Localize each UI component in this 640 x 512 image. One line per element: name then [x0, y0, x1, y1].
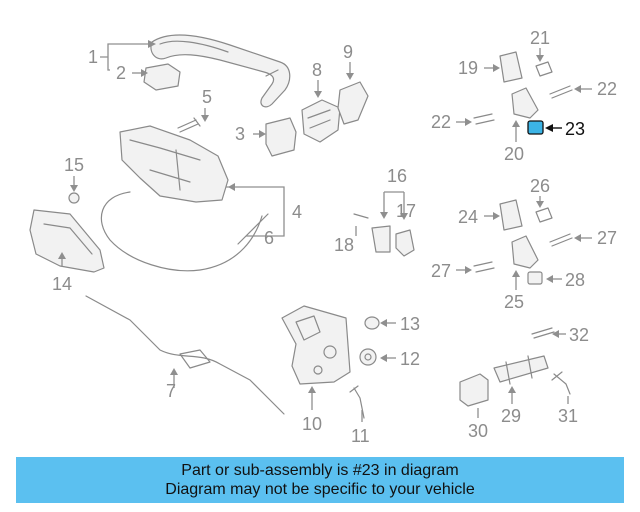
- cable-part: [100, 191, 263, 272]
- label-5: 5: [202, 87, 212, 107]
- clip-15-part: [68, 192, 80, 204]
- handle-pad-part: [143, 63, 181, 91]
- label-29: 29: [501, 406, 521, 426]
- banner-line-1: Part or sub-assembly is #23 in diagram: [181, 462, 459, 479]
- hinge-25-part: [511, 235, 539, 269]
- label-27-right: 27: [597, 228, 617, 248]
- label-2: 2: [116, 63, 126, 83]
- label-8: 8: [312, 60, 322, 80]
- label-22-left: 22: [431, 112, 451, 132]
- bolt-11-part: [349, 385, 365, 419]
- label-23: 23: [565, 119, 585, 139]
- label-11: 11: [351, 426, 370, 446]
- info-banner: Part or sub-assembly is #23 in diagram D…: [16, 457, 624, 503]
- label-25: 25: [504, 292, 524, 312]
- bolt-26-part: [535, 207, 553, 223]
- label-22-right: 22: [597, 79, 617, 99]
- part-9: [337, 81, 369, 125]
- label-6: 6: [264, 228, 274, 248]
- label-28: 28: [565, 270, 585, 290]
- screw-5-part: [177, 117, 201, 133]
- bolt-22a-part: [549, 85, 573, 99]
- label-10: 10: [302, 414, 322, 434]
- bolt-21-part: [535, 61, 553, 77]
- latch-housing-4-part: [119, 125, 229, 203]
- hinge-19-part: [499, 51, 523, 83]
- label-4: 4: [292, 202, 302, 222]
- label-12: 12: [400, 349, 420, 369]
- nut-12-part: [359, 348, 377, 366]
- part-23-highlighted: [527, 120, 544, 135]
- label-30: 30: [468, 421, 488, 441]
- bolt-31-part: [551, 371, 571, 395]
- part-30: [459, 373, 489, 407]
- label-7: 7: [166, 381, 176, 401]
- bracket-16-part: [371, 225, 391, 253]
- label-31: 31: [558, 406, 578, 426]
- label-16: 16: [387, 166, 407, 186]
- bolt-22b-part: [473, 113, 495, 125]
- bolt-32-part: [531, 327, 555, 339]
- label-26: 26: [530, 176, 550, 196]
- bracket-17-part: [395, 229, 415, 257]
- label-21: 21: [530, 28, 550, 48]
- screw-18-part: [353, 213, 369, 219]
- label-14: 14: [52, 274, 72, 294]
- grommet-13-part: [364, 316, 380, 330]
- part-28: [527, 271, 543, 285]
- hinge-24-part: [499, 199, 523, 231]
- bolt-27a-part: [549, 233, 573, 247]
- bracket-3-part: [265, 117, 297, 157]
- outside-handle-part: [150, 34, 291, 108]
- label-18: 18: [334, 235, 354, 255]
- label-24: 24: [458, 207, 478, 227]
- check-strap-29-part: [493, 355, 549, 383]
- label-15: 15: [64, 155, 84, 175]
- label-3: 3: [235, 124, 245, 144]
- label-20: 20: [504, 144, 524, 164]
- bolt-27b-part: [473, 261, 495, 273]
- label-17: 17: [396, 201, 416, 221]
- latch-10-part: [281, 305, 351, 385]
- inside-handle-14-part: [29, 209, 105, 273]
- banner-line-2: Diagram may not be specific to your vehi…: [165, 481, 475, 498]
- label-1: 1: [88, 47, 98, 67]
- label-27-left: 27: [431, 261, 451, 281]
- label-9: 9: [343, 42, 353, 62]
- label-32: 32: [569, 325, 589, 345]
- part-8: [301, 99, 341, 143]
- label-19: 19: [458, 58, 478, 78]
- parts-diagram: 1 2 5 3 8 9 4 6 15 14 7 10: [29, 28, 617, 446]
- hinge-20-part: [511, 87, 539, 119]
- cable-7-part: [85, 295, 285, 415]
- label-13: 13: [400, 314, 420, 334]
